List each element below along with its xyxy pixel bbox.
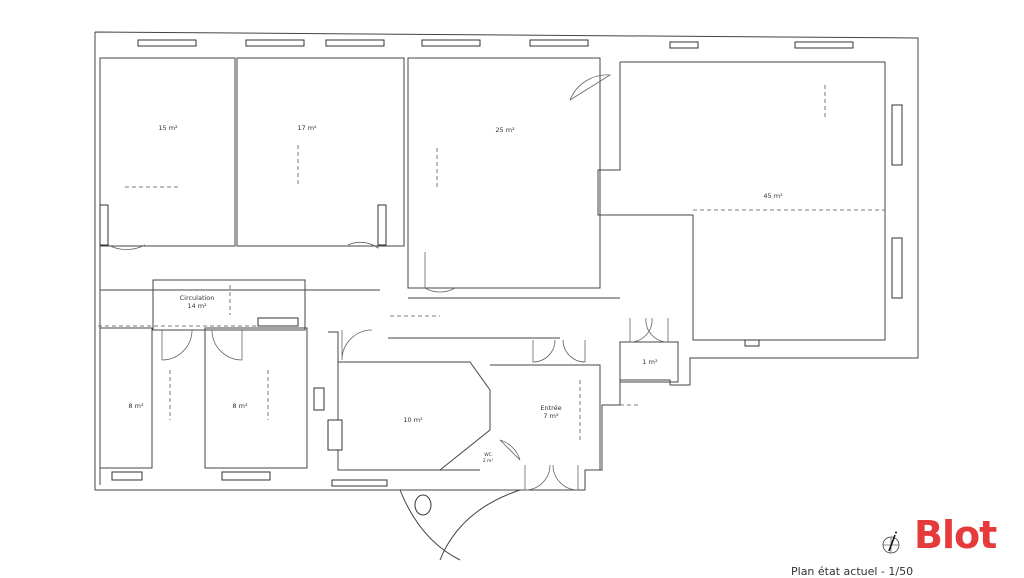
room-8b-label: 8 m² [232,402,248,410]
plan-caption: Plan état actuel - 1/50 [791,565,914,578]
wc-label: WC [484,452,492,458]
doors [107,74,669,491]
circulation-area: 14 m² [187,302,207,310]
room-45-label: 45 m² [763,192,783,200]
walls [94,31,919,561]
room-25-label: 25 m² [495,126,515,134]
compass-icon [882,531,900,554]
entree-area: 7 m² [543,412,559,420]
dashed-lines [98,85,885,440]
room-10-label: 10 m² [403,416,423,424]
room-8a-label: 8 m² [128,402,144,410]
wc-area: 2 m² [483,458,494,464]
windows [99,39,903,516]
circulation-label: Circulation [180,294,215,302]
blot-logo: Blot [914,513,997,557]
entree-label: Entrée [540,404,561,412]
room-15-label: 15 m² [158,124,178,132]
room-17-label: 17 m² [297,124,317,132]
room-1-label: 1 m² [642,358,658,366]
